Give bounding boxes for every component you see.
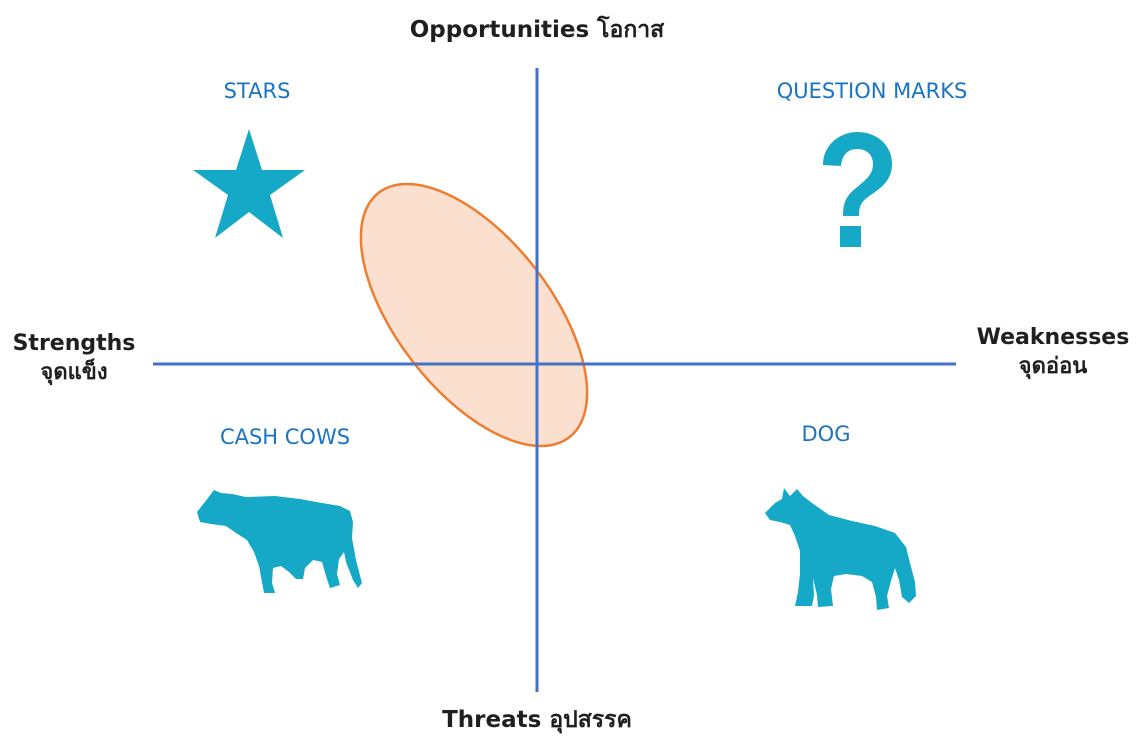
stars-label: STARS <box>223 79 291 103</box>
weaknesses-label-line2: จุดอ่อน <box>1018 353 1088 379</box>
strengths-label-line1: Strengths <box>12 331 136 356</box>
opportunities-label: Opportunities โอกาส <box>409 17 665 43</box>
strengths-label: Strengths จุดแข็ง <box>0 330 148 387</box>
weaknesses-label-line1: Weaknesses <box>976 325 1130 350</box>
highlight-ellipse <box>359 182 589 448</box>
star-icon <box>193 129 305 238</box>
weaknesses-label: Weaknesses จุดอ่อน <box>963 324 1143 381</box>
dog-label: DOG <box>801 422 851 446</box>
threats-label: Threats อุปสรรค <box>442 707 632 733</box>
cash-cows-label: CASH COWS <box>219 425 351 449</box>
question-mark-icon <box>823 132 892 247</box>
strengths-label-line2: จุดแข็ง <box>40 359 108 385</box>
question-marks-label: QUESTION MARKS <box>776 79 968 103</box>
cow-icon <box>197 490 362 593</box>
dog-icon <box>765 488 916 610</box>
